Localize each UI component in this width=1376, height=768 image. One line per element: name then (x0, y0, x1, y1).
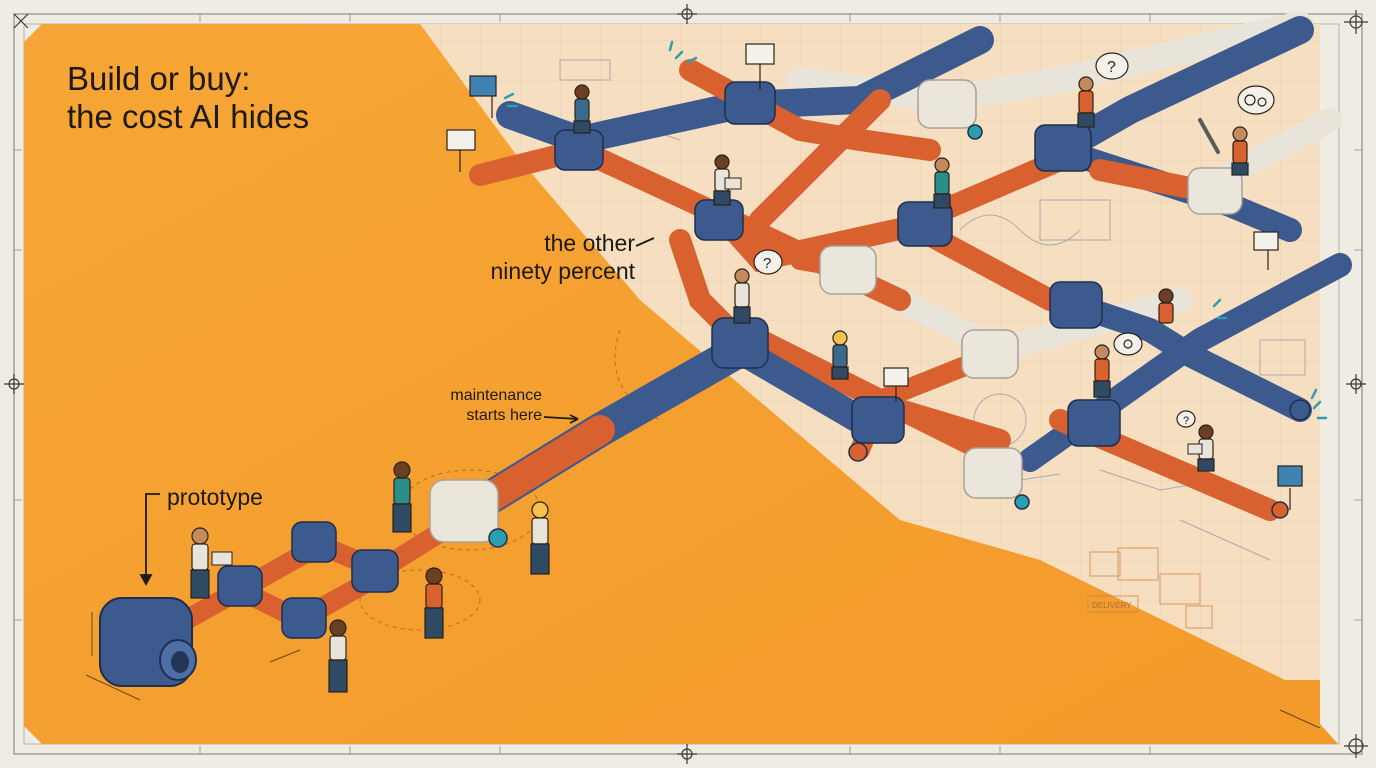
page-title: Build or buy: the cost AI hides (67, 60, 309, 136)
laptop-icon (211, 551, 233, 566)
prototype-cap (99, 597, 197, 687)
laptop-icon (1187, 443, 1203, 455)
boxes-sketch (1087, 547, 1213, 629)
annotation-arrows (139, 237, 655, 586)
maintenance-line-2: starts here (466, 407, 542, 424)
title-line-1: Build or buy: (67, 60, 251, 97)
svg-text:?: ? (1183, 415, 1189, 427)
blueprint-sketches (559, 59, 1306, 561)
wrench-icon (1198, 118, 1220, 154)
gear-bubble-icon (1113, 85, 1275, 356)
svg-text:?: ? (1107, 59, 1116, 76)
crosshair-icon (4, 4, 1368, 764)
delivery-sign: DELIVERY (1092, 601, 1132, 610)
pipe-fittings (217, 81, 1121, 639)
svg-text:?: ? (763, 255, 771, 272)
question-bubble-icon: ? ? ? (753, 52, 1196, 428)
laptop-icon (724, 177, 742, 190)
title-line-2: the cost AI hides (67, 98, 310, 135)
other-ninety-line-2: ninety percent (490, 258, 635, 284)
other-ninety-line-1: the other (544, 230, 635, 256)
maintenance-line-1: maintenance (450, 387, 542, 404)
signpost-icon (446, 43, 1303, 510)
prototype-label: prototype (167, 484, 263, 510)
workers (190, 76, 1249, 693)
maintenance-label: maintenance starts here (412, 386, 542, 426)
other-ninety-percent-label: the other ninety percent (452, 229, 635, 285)
